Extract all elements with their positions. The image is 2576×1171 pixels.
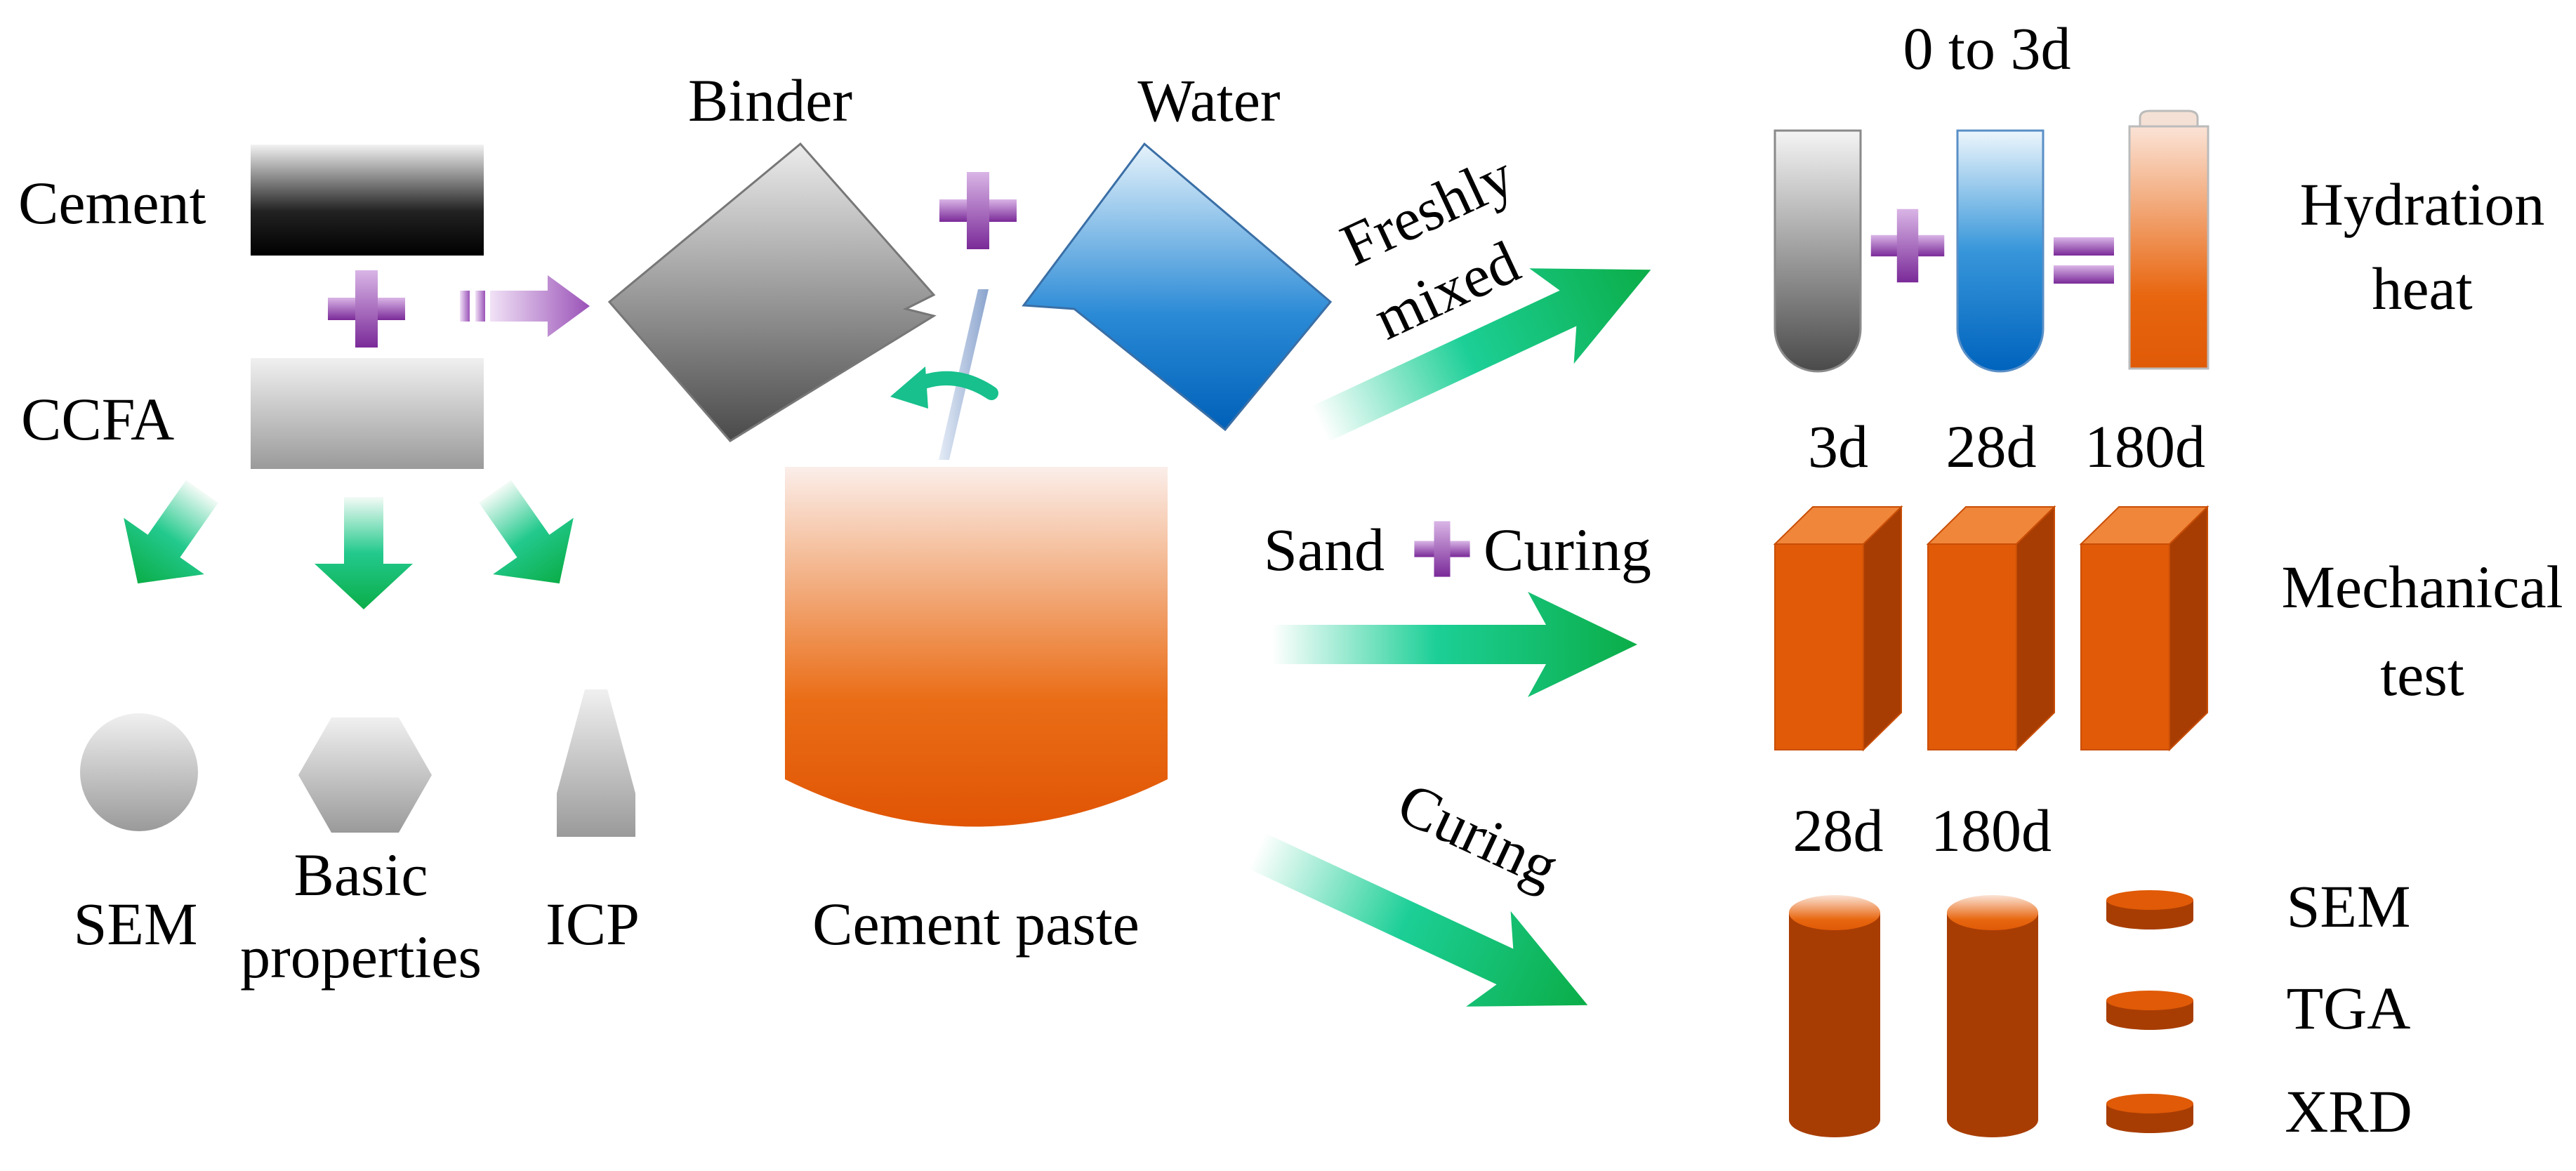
cement-block: [251, 145, 484, 256]
hydration-label-line1: Hydration: [2300, 171, 2545, 238]
micro-test-label: SEM: [2287, 873, 2411, 940]
plus-icon: [1870, 209, 1945, 283]
mech-age-label: 180d: [2085, 413, 2205, 480]
binder-shape: [607, 142, 937, 442]
trapezoid-icon: [557, 689, 635, 837]
hexagon-icon: [298, 717, 432, 833]
purple-arrow-icon: [460, 275, 590, 337]
micro-test-label: TGA: [2287, 974, 2411, 1042]
mechanical-label-line2: test: [2380, 641, 2464, 708]
plus-icon: [1414, 521, 1470, 577]
disc-specimen: [2106, 991, 2193, 1030]
water-tube: [1956, 129, 2045, 373]
ccfa-block: [251, 358, 484, 469]
ccfa-label: CCFA: [21, 385, 174, 453]
equals-icon: [2054, 237, 2114, 284]
micro-test-label: XRD: [2285, 1078, 2412, 1145]
prism-specimen: [1926, 505, 2056, 752]
cement-paste-container: [785, 467, 1168, 827]
cement-paste-label: Cement paste: [812, 890, 1140, 958]
water-label: Water: [1137, 67, 1280, 134]
plus-icon: [939, 172, 1017, 249]
mech-age-label: 3d: [1808, 413, 1868, 480]
water-shape: [1022, 142, 1333, 432]
icp-label: ICP: [546, 890, 640, 958]
curing-bottom-label: Curing: [1388, 769, 1568, 901]
sem-label: SEM: [74, 890, 198, 958]
arrow-to-sem-icon: [97, 463, 243, 612]
sem-circle-icon: [80, 713, 198, 831]
stir-arrow-icon: [890, 366, 998, 409]
disc-specimen: [2106, 1094, 2193, 1133]
mechanical-label-line1: Mechanical: [2281, 553, 2563, 621]
plus-icon: [328, 270, 405, 348]
cement-label: Cement: [18, 169, 206, 237]
paste-vial: [2128, 125, 2210, 370]
cylinder-specimen: [1789, 895, 1880, 1137]
curing-mid-label: Curing: [1484, 516, 1651, 583]
prism-specimen: [2079, 505, 2210, 752]
curing-route-arrow-icon: [1272, 592, 1637, 697]
micro-age-label: 180d: [1931, 797, 2052, 864]
hydration-label-line2: heat: [2372, 255, 2472, 322]
arrow-to-basic-icon: [315, 497, 413, 609]
arrow-to-icp-icon: [454, 463, 600, 612]
vial-cap: [2139, 110, 2199, 128]
micro-age-label: 28d: [1793, 797, 1884, 864]
basic-label-line2: properties: [240, 923, 482, 991]
disc-specimen: [2106, 890, 2193, 929]
binder-label: Binder: [688, 67, 852, 134]
prism-specimen: [1773, 505, 1903, 752]
hydration-age-label: 0 to 3d: [1903, 15, 2071, 82]
sand-label: Sand: [1264, 516, 1385, 583]
binder-tube: [1774, 129, 1862, 373]
mech-age-label: 28d: [1946, 413, 2037, 480]
cylinder-specimen: [1947, 895, 2038, 1137]
basic-label-line1: Basic: [293, 841, 428, 908]
